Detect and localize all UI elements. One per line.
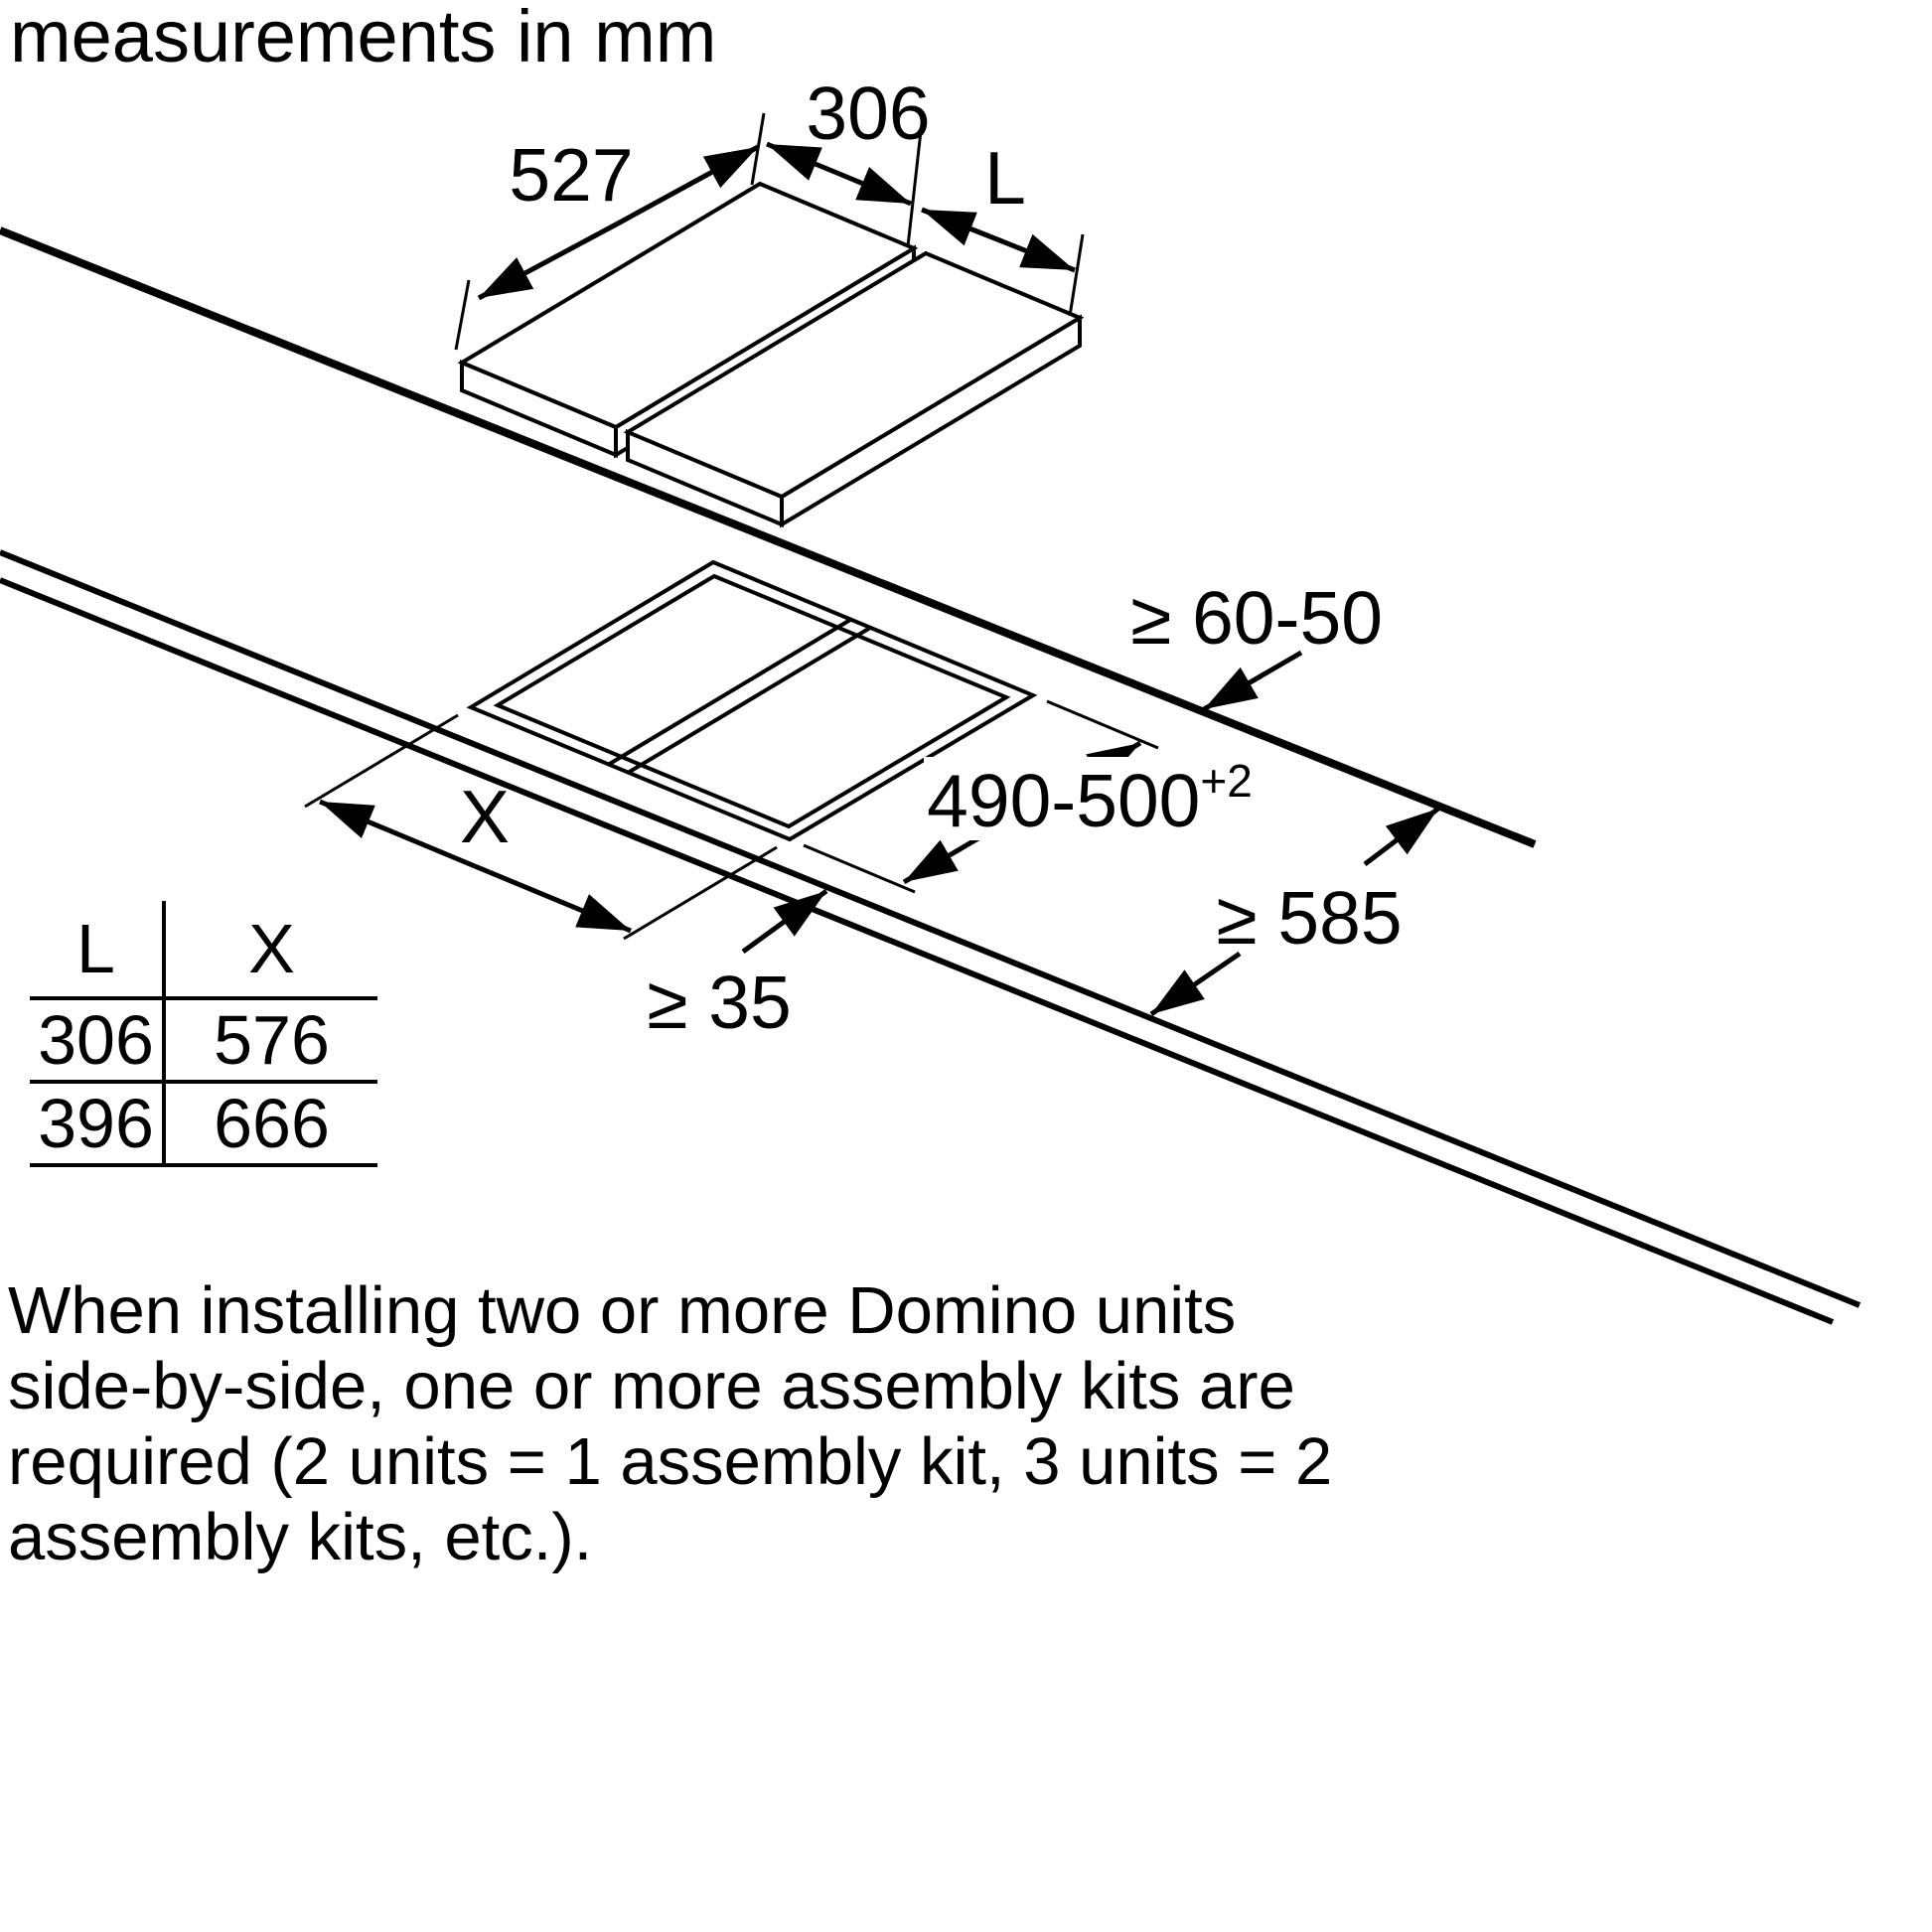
dim-front-clearance-label: ≥ 35 <box>647 961 791 1044</box>
dim-cutout-depth-label-bg <box>924 757 1271 840</box>
cutout-outer-outline <box>466 559 1038 842</box>
worktop-front-edge-inner <box>0 577 1835 1325</box>
note-line: assembly kits, etc.). <box>8 1500 593 1574</box>
cutout-drawing <box>466 559 1038 842</box>
table-cell-l: 306 <box>30 998 166 1084</box>
dim-unit-width-l <box>921 207 1085 317</box>
cutout-divider-line-2 <box>626 626 872 775</box>
cutout-inner-outline <box>493 573 1011 829</box>
hob-units-drawing <box>457 181 1085 528</box>
note-line: side-by-side, one or more assembly kits … <box>8 1349 1295 1423</box>
dim-cutout-width-label: X <box>460 775 510 858</box>
dim-unit-width-306 <box>766 130 923 247</box>
dim-unit-depth-label: 527 <box>509 133 633 217</box>
note-line: When installing two or more Domino units <box>8 1273 1237 1348</box>
dim-cutout-depth-value: 490-500 <box>927 759 1200 842</box>
worktop-back-edge <box>0 226 1537 848</box>
table-header-x: X <box>164 901 377 1000</box>
lx-lookup-table: L X 306 576 396 666 <box>30 901 377 1167</box>
installation-note: When installing two or more Domino units… <box>8 1273 1697 1575</box>
dim-worktop-depth <box>1149 807 1440 1017</box>
worktop-edges <box>0 226 1861 1325</box>
table-cell-l: 396 <box>30 1082 166 1167</box>
dim-cutout-width <box>304 713 778 941</box>
table-row: 306 576 <box>30 998 377 1084</box>
worktop-front-edge-outer <box>0 549 1861 1308</box>
page-title: measurements in mm <box>10 0 717 77</box>
cutout-divider-line-1 <box>606 618 852 767</box>
table-cell-x: 666 <box>164 1082 377 1167</box>
dim-worktop-depth-label: ≥ 585 <box>1216 876 1402 960</box>
table-header-l: L <box>30 901 166 1000</box>
dim-front-clearance <box>741 888 828 955</box>
dim-cutout-depth-label: 490-500+2 <box>927 755 1253 842</box>
unit1-top-face <box>457 181 919 430</box>
dim-back-clearance <box>1202 650 1303 712</box>
unit2-top-face <box>623 250 1085 500</box>
dim-unit-width-l-label: L <box>984 136 1026 220</box>
dim-cutout-depth-tolerance: +2 <box>1200 755 1252 807</box>
dim-unit-depth <box>454 112 766 351</box>
note-line: required (2 units = 1 assembly kit, 3 un… <box>8 1424 1333 1499</box>
table-cell-x: 576 <box>164 998 377 1084</box>
dim-back-clearance-label: ≥ 60-50 <box>1130 576 1383 660</box>
dim-unit-width-306-label: 306 <box>806 72 930 155</box>
table-row: 396 666 <box>30 1082 377 1167</box>
table-header-row: L X <box>30 901 377 1000</box>
